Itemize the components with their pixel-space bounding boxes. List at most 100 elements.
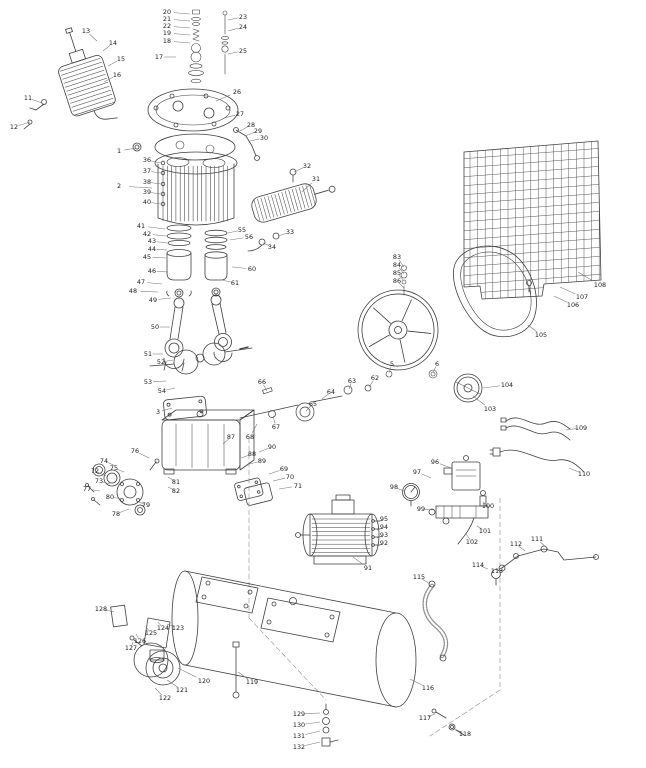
svg-text:46: 46 — [148, 267, 156, 275]
callout-20: 20 — [163, 8, 191, 16]
callout-62: 62 — [368, 374, 379, 388]
pressure-switch-assembly — [402, 455, 489, 545]
callout-60: 60 — [231, 265, 256, 273]
svg-text:86: 86 — [393, 277, 401, 285]
cylinder-block — [154, 151, 238, 226]
callout-18: 18 — [163, 37, 191, 45]
callout-28: 28 — [239, 121, 255, 132]
callout-108: 108 — [577, 271, 606, 289]
svg-text:31: 31 — [312, 175, 320, 183]
svg-text:75: 75 — [110, 464, 118, 472]
callout-101: 101 — [476, 525, 491, 535]
svg-text:80: 80 — [106, 493, 114, 501]
callout-24: 24 — [227, 23, 247, 32]
callout-56: 56 — [229, 233, 253, 241]
svg-text:17: 17 — [155, 53, 163, 61]
svg-text:42: 42 — [143, 230, 151, 238]
svg-text:3: 3 — [156, 408, 160, 416]
flywheel — [357, 289, 439, 371]
callout-112: 112 — [510, 540, 526, 552]
svg-text:56: 56 — [245, 233, 253, 241]
svg-text:39: 39 — [143, 188, 151, 196]
svg-text:117: 117 — [419, 714, 431, 722]
svg-text:79: 79 — [142, 501, 150, 509]
svg-text:87: 87 — [227, 433, 235, 441]
power-cord — [489, 447, 585, 473]
svg-text:99: 99 — [417, 505, 425, 513]
callout-43: 43 — [148, 237, 168, 245]
svg-text:82: 82 — [172, 487, 180, 495]
callout-130: 130 — [293, 721, 321, 729]
callout-32: 32 — [293, 162, 311, 173]
callout-131: 131 — [293, 730, 321, 740]
callout-52: 52 — [157, 358, 174, 366]
svg-text:54: 54 — [158, 387, 166, 395]
svg-text:33: 33 — [286, 228, 294, 236]
svg-text:72: 72 — [91, 467, 99, 475]
callout-110: 110 — [568, 467, 590, 478]
svg-text:132: 132 — [293, 743, 305, 751]
callout-123: 123 — [166, 623, 184, 632]
svg-text:102: 102 — [466, 538, 478, 546]
callout-109: 109 — [565, 424, 587, 432]
svg-text:22: 22 — [163, 22, 171, 30]
svg-text:90: 90 — [268, 443, 276, 451]
callout-84: 84 — [393, 261, 405, 275]
callout-46: 46 — [148, 267, 169, 275]
crankshaft — [149, 342, 253, 375]
svg-text:113: 113 — [491, 567, 503, 575]
svg-text:34: 34 — [268, 243, 276, 251]
svg-text:106: 106 — [567, 301, 579, 309]
svg-text:77: 77 — [83, 485, 91, 493]
callout-70: 70 — [272, 473, 294, 482]
callout-40: 40 — [143, 198, 162, 206]
svg-text:122: 122 — [159, 694, 171, 702]
flywheel-hardware — [385, 265, 438, 379]
svg-text:25: 25 — [239, 47, 247, 55]
svg-text:69: 69 — [280, 465, 288, 473]
callout-53: 53 — [144, 378, 167, 386]
svg-text:27: 27 — [236, 110, 244, 118]
svg-text:70: 70 — [286, 473, 294, 481]
svg-text:130: 130 — [293, 721, 305, 729]
svg-text:127: 127 — [125, 644, 137, 652]
callout-77: 77 — [83, 485, 101, 493]
svg-text:43: 43 — [148, 237, 156, 245]
callout-36: 36 — [143, 156, 162, 164]
svg-text:105: 105 — [535, 331, 547, 339]
svg-text:64: 64 — [327, 388, 335, 396]
svg-text:68: 68 — [246, 433, 254, 441]
svg-text:107: 107 — [576, 293, 588, 301]
svg-text:36: 36 — [143, 156, 151, 164]
callout-116: 116 — [409, 678, 434, 692]
electric-motor — [295, 494, 381, 565]
svg-text:97: 97 — [413, 468, 421, 476]
svg-text:51: 51 — [144, 350, 152, 358]
callout-67: 67 — [272, 415, 280, 431]
callout-39: 39 — [143, 188, 162, 196]
svg-text:26: 26 — [233, 88, 241, 96]
svg-text:95: 95 — [380, 515, 388, 523]
svg-text:96: 96 — [431, 458, 439, 466]
valve-stack-b — [221, 10, 229, 75]
crankcase-gasket — [163, 395, 207, 421]
callout-11: 11 — [24, 94, 43, 104]
callout-2: 2 — [117, 182, 153, 190]
callout-122: 122 — [154, 687, 171, 702]
crank-output-parts — [239, 384, 372, 422]
callout-99: 99 — [417, 505, 435, 513]
callout-6: 6 — [432, 360, 439, 374]
svg-text:119: 119 — [246, 678, 258, 686]
svg-text:44: 44 — [148, 245, 156, 253]
svg-text:84: 84 — [393, 261, 401, 269]
svg-text:29: 29 — [254, 127, 262, 135]
svg-text:32: 32 — [303, 162, 311, 170]
callout-13: 13 — [82, 27, 98, 42]
callout-44: 44 — [148, 245, 168, 253]
callout-17: 17 — [155, 53, 176, 61]
svg-text:2: 2 — [117, 182, 121, 190]
callout-54: 54 — [158, 387, 176, 395]
crankcase — [161, 409, 255, 475]
